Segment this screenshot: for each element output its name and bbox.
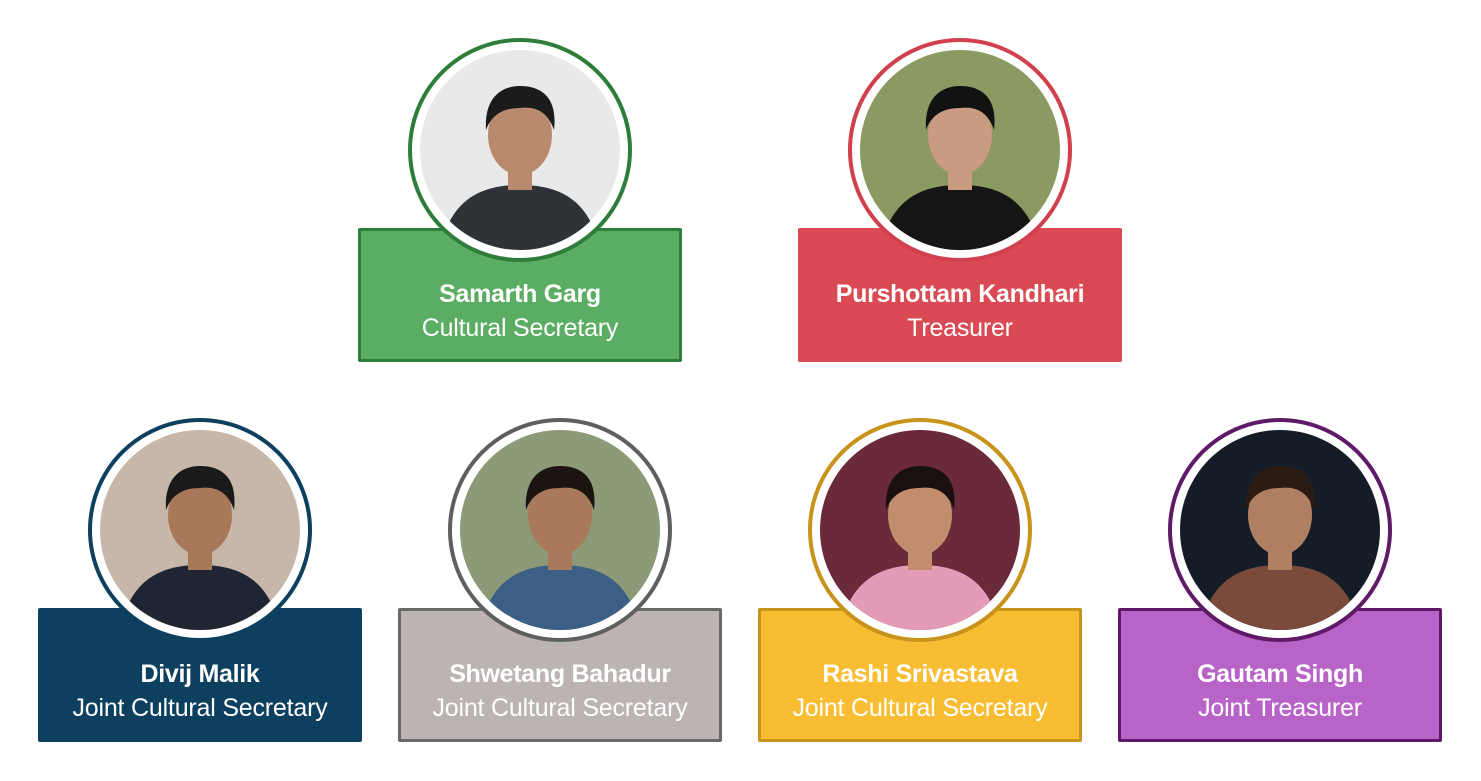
member-name: Samarth Garg bbox=[439, 280, 601, 308]
member-name: Gautam Singh bbox=[1197, 660, 1363, 688]
member-card-gautam-singh: Gautam Singh Joint Treasurer bbox=[1118, 418, 1442, 742]
member-card-divij-malik: Divij Malik Joint Cultural Secretary bbox=[38, 418, 362, 742]
avatar-ring bbox=[808, 418, 1032, 642]
avatar-ring bbox=[88, 418, 312, 642]
avatar bbox=[860, 50, 1060, 250]
person-photo-icon bbox=[820, 430, 1020, 630]
member-role: Joint Cultural Secretary bbox=[792, 694, 1048, 722]
member-name: Rashi Srivastava bbox=[822, 660, 1018, 688]
avatar bbox=[420, 50, 620, 250]
avatar bbox=[460, 430, 660, 630]
member-role: Joint Treasurer bbox=[1198, 694, 1362, 722]
avatar-ring bbox=[848, 38, 1072, 262]
member-card-shwetang-bahadur: Shwetang Bahadur Joint Cultural Secretar… bbox=[398, 418, 722, 742]
member-name: Divij Malik bbox=[140, 660, 260, 688]
person-photo-icon bbox=[420, 50, 620, 250]
avatar-ring bbox=[448, 418, 672, 642]
member-card-purshottam-kandhari: Purshottam Kandhari Treasurer bbox=[798, 38, 1122, 362]
avatar bbox=[100, 430, 300, 630]
member-role: Joint Cultural Secretary bbox=[72, 694, 328, 722]
member-name: Shwetang Bahadur bbox=[449, 660, 671, 688]
avatar bbox=[820, 430, 1020, 630]
person-photo-icon bbox=[860, 50, 1060, 250]
member-role: Treasurer bbox=[907, 314, 1013, 342]
avatar bbox=[1180, 430, 1380, 630]
avatar-ring bbox=[408, 38, 632, 262]
avatar-ring bbox=[1168, 418, 1392, 642]
member-role: Joint Cultural Secretary bbox=[432, 694, 688, 722]
person-photo-icon bbox=[1180, 430, 1380, 630]
person-photo-icon bbox=[100, 430, 300, 630]
member-role: Cultural Secretary bbox=[421, 314, 619, 342]
member-name: Purshottam Kandhari bbox=[835, 280, 1085, 308]
person-photo-icon bbox=[460, 430, 660, 630]
member-card-samarth-garg: Samarth Garg Cultural Secretary bbox=[358, 38, 682, 362]
member-card-rashi-srivastava: Rashi Srivastava Joint Cultural Secretar… bbox=[758, 418, 1082, 742]
